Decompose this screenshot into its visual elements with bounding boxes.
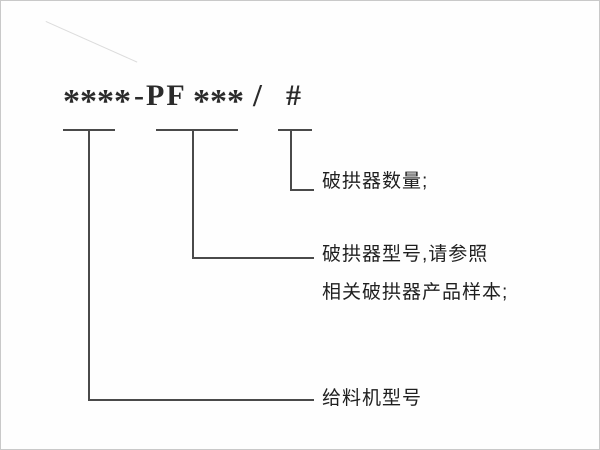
connector-model-vertical [192,131,194,259]
model-code-count-placeholder: # [286,79,303,112]
scan-artifact-line [45,21,138,63]
connector-model-horizontal [192,257,314,259]
label-breaker-model-line2: 相关破拱器产品样本; [322,282,509,303]
connector-count-vertical [290,131,292,191]
label-breaker-count: 破拱器数量; [322,171,429,192]
model-code-slash: / [253,77,264,113]
connector-feeder-horizontal [88,399,314,401]
model-code-series: -PF [134,79,187,112]
underline-model [156,129,238,131]
connector-feeder-vertical [88,131,90,401]
connector-count-horizontal [290,189,314,191]
label-breaker-model-line1: 破拱器型号,请参照 [322,244,489,265]
model-code-prefix-stars: **** [63,83,131,120]
label-feeder-model: 给料机型号 [322,388,423,409]
underline-prefix [63,129,115,131]
underline-count [278,129,312,131]
model-code-mid-stars: *** [193,83,244,120]
